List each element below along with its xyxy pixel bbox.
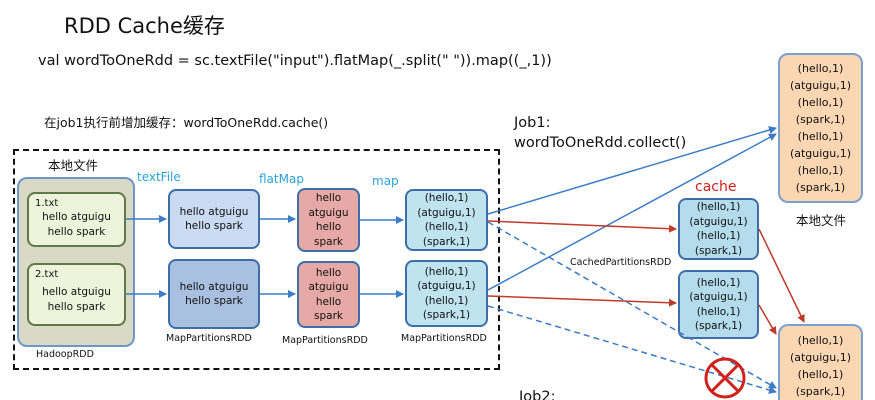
partition-line: atguigu (308, 281, 349, 293)
arrow-map1-to-cache (487, 220, 677, 233)
partition-line: hello (315, 266, 342, 279)
flatmap-partition-1: hello atguigu hello spark (297, 188, 360, 252)
output-line: (spark,1) (795, 113, 846, 126)
partition-line: (hello,1) (424, 192, 469, 204)
partition-line: (hello,1) (424, 221, 469, 233)
cached-partition-2: (hello,1) (atguigu,1) (hello,1) (spark,1… (678, 270, 759, 339)
cache-scope-dashed-box (13, 149, 500, 370)
arrow-map2-to-job1-output (487, 133, 777, 291)
map-partitions-label-2: MapPartitionsRDD (282, 335, 368, 346)
cached-partitions-label: CachedPartitionsRDD (570, 257, 672, 268)
dashed-arrow-map2-to-job2 (487, 305, 777, 394)
output-line: (hello,1) (797, 130, 844, 143)
flatmap-stage-label: flatMap (259, 172, 304, 186)
local-file-label: 本地文件 (48, 158, 99, 173)
diagram-title: RDD Cache缓存 (64, 14, 225, 38)
partition-line: (spark,1) (422, 309, 471, 321)
cached-partition-1: (hello,1) (atguigu,1) (hello,1) (spark,1… (678, 198, 759, 260)
partition-line: hello atguigu (179, 280, 249, 293)
partition-line: spark (314, 235, 343, 248)
partition-line: spark (314, 310, 343, 322)
cross-mark-icon (704, 357, 746, 399)
output-line: (atguigu,1) (789, 147, 852, 160)
file-box-1: 1.txt hello atguigu hello spark (27, 192, 126, 247)
map-partitions-label-1: MapPartitionsRDD (166, 333, 252, 344)
file-line: hello atguigu (42, 211, 111, 223)
job2-label: Job2: (519, 389, 556, 400)
partition-line: atguigu (308, 206, 349, 219)
output-line: (hello,1) (797, 164, 844, 177)
partition-line: (atguigu,1) (417, 280, 476, 292)
partition-line: (hello,1) (696, 305, 741, 318)
map-partition-1: (hello,1) (atguigu,1) (hello,1) (spark,1… (405, 189, 488, 251)
map-partitions-label-3: MapPartitionsRDD (401, 333, 487, 344)
file-line: hello spark (47, 225, 106, 238)
output-line: (hello,1) (797, 62, 844, 75)
partition-line: (hello,1) (696, 230, 741, 242)
textfile-stage-label: textFile (137, 170, 181, 184)
hadoop-rdd-label: HadoopRDD (36, 349, 94, 360)
partition-line: (hello,1) (696, 201, 741, 213)
cache-label: cache (695, 179, 737, 195)
partition-line: hello (315, 192, 342, 204)
partition-line: hello spark (185, 295, 243, 307)
flatmap-partition-2: hello atguigu hello spark (297, 261, 360, 328)
map-stage-label: map (372, 174, 399, 188)
arrow-map2-to-cache (487, 295, 677, 307)
textfile-partition-1: hello atguigu hello spark (168, 189, 260, 249)
partition-line: hello atguigu (179, 205, 249, 218)
partition-line: (atguigu,1) (689, 215, 748, 228)
textfile-partition-2: hello atguigu hello spark (168, 259, 260, 329)
partition-line: (hello,1) (424, 294, 469, 307)
output-line: (hello,1) (797, 334, 844, 347)
job2-output-box: (hello,1) (atguigu,1) (hello,1) (spark,1… (778, 324, 863, 400)
job1-output-box: (hello,1) (atguigu,1) (hello,1) (spark,1… (778, 53, 863, 203)
file-line: hello spark (47, 300, 106, 313)
cache-note: 在job1执行前增加缓存：wordToOneRdd.cache() (44, 115, 329, 130)
partition-line: (atguigu,1) (689, 291, 748, 303)
map-partition-2: (hello,1) (atguigu,1) (hello,1) (spark,1… (405, 260, 488, 327)
output-line: (atguigu,1) (789, 79, 852, 92)
arrow-map1-to-job1-output (487, 126, 777, 215)
partition-line: (spark,1) (694, 244, 743, 257)
partition-line: (spark,1) (694, 320, 743, 332)
job1-action: wordToOneRdd.collect() (514, 135, 687, 151)
dashed-arrow-map1-to-job2 (487, 221, 777, 389)
file-name: 1.txt (35, 198, 59, 209)
partition-line: hello spark (185, 220, 243, 232)
output-line: (hello,1) (797, 96, 844, 109)
file-name: 2.txt (35, 269, 59, 280)
partition-line: (hello,1) (424, 265, 469, 278)
arrow-cache1-to-job2-output (758, 228, 805, 323)
job1-label: Job1: (514, 115, 551, 131)
partition-line: (hello,1) (696, 276, 741, 289)
output-line: (atguigu,1) (789, 351, 852, 364)
output-line: (spark,1) (795, 385, 846, 398)
partition-line: hello (315, 221, 342, 233)
partition-line: (atguigu,1) (417, 206, 476, 219)
file-line: hello atguigu (42, 286, 111, 298)
code-line: val wordToOneRdd = sc.textFile("input").… (38, 53, 552, 69)
output-local-file-label: 本地文件 (796, 213, 847, 228)
partition-line: (spark,1) (422, 235, 471, 248)
output-line: (hello,1) (797, 368, 844, 381)
output-line: (spark,1) (795, 181, 846, 194)
partition-line: hello (315, 295, 342, 308)
arrow-cache2-to-job2-output (758, 304, 777, 335)
file-box-2: 2.txt hello atguigu hello spark (27, 263, 126, 326)
